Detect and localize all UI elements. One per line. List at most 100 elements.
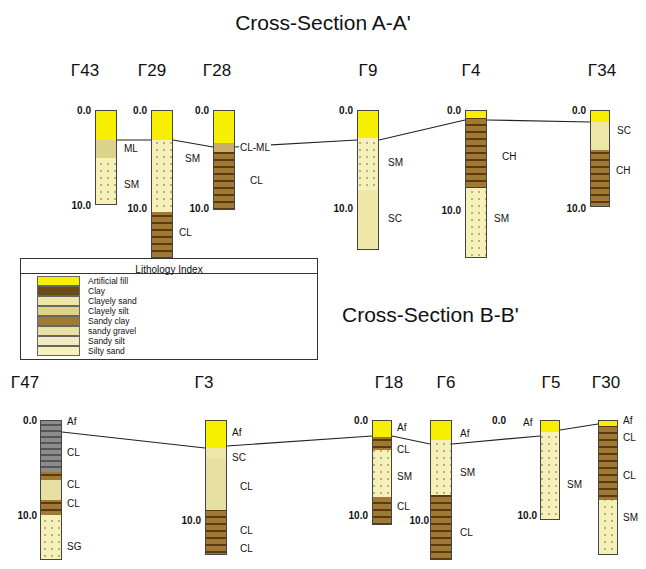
soil-layer [430,440,452,495]
legend-text: Clayely sand [88,296,137,306]
borehole-name: Γ29 [138,61,166,81]
soil-layer [213,152,235,210]
soil-layer [540,420,560,432]
soil-layer [357,138,379,190]
soil-layer [357,190,379,250]
soil-layer [357,110,379,138]
legend-text: Clay [88,286,105,296]
borehole-column: Γ6AfSM10.0CL [430,420,452,560]
legend-text: Silty sand [88,346,125,356]
soil-layer [598,470,618,500]
legend-swatch [37,306,80,316]
soil-layer [40,420,62,472]
soil-code: CL [622,470,637,482]
soil-code: SM [396,471,413,483]
borehole-name: Γ43 [71,61,99,81]
borehole-column: Γ470.0AfCLCLCL10.0SG [40,420,62,560]
soil-layer [40,472,62,480]
legend-swatch [37,336,80,346]
depth-mark: 10.0 [190,203,209,215]
depth-mark: 0.0 [354,415,368,427]
borehole-name: Γ5 [542,373,561,393]
soil-layer [95,158,117,205]
soil-layer [590,122,610,150]
depth-mark: 0.0 [572,105,586,117]
borehole-name: Γ18 [375,373,403,393]
soil-layer [372,420,392,437]
borehole-column: Γ30AfCLCLSM [598,420,618,555]
borehole-name: Γ4 [462,61,481,81]
soil-code: ML [123,143,139,155]
depth-mark: 0.0 [133,105,147,117]
depth-mark: 0.0 [195,105,209,117]
borehole-column: Γ50.0AfSM10.0 [540,420,560,520]
soil-layer [151,212,173,258]
depth-mark: 10.0 [410,515,429,527]
borehole-column: Γ430.0MLSM10.0 [95,110,117,205]
soil-code: CH [615,165,631,177]
depth-mark: 0.0 [77,105,91,117]
soil-code: Af [231,427,242,439]
soil-code: SM [493,213,510,225]
soil-layer [430,420,452,440]
legend-text: Sandy clay [88,316,130,326]
soil-layer [213,110,235,143]
depth-mark: 0.0 [339,105,353,117]
legend-title: Lithology Index [135,264,202,275]
soil-code: SC [387,213,403,225]
depth-mark: 10.0 [72,200,91,212]
ground-line [392,436,430,444]
depth-mark: 10.0 [518,510,537,522]
soil-layer [151,140,173,212]
soil-code: CL [396,444,411,456]
soil-layer [598,500,618,555]
soil-code: Af [522,417,533,429]
soil-layer [372,450,392,497]
ground-line [173,140,213,147]
soil-code: SM [123,179,140,191]
ground-line [62,432,205,448]
soil-layer [590,110,610,122]
ground-line [487,120,590,122]
soil-layer [430,495,452,560]
soil-layer [95,140,117,158]
borehole-name: Γ30 [592,373,620,393]
soil-code: CL [396,501,411,513]
soil-layer [213,143,235,152]
legend-text: Artificial fill [88,276,128,286]
depth-mark: 0.0 [447,105,461,117]
soil-code: SM [387,157,404,169]
soil-code: SC [231,452,247,464]
soil-layer [540,432,560,520]
soil-code: CL [459,527,474,539]
section-b-layers [40,420,618,560]
soil-layer [372,497,392,525]
soil-code: CL [178,227,193,239]
soil-layer [205,448,227,458]
depth-mark: 10.0 [128,203,147,215]
soil-code: Af [66,416,77,428]
borehole-column: Γ40.0CH10.0SM [465,110,487,258]
borehole-column: Γ90.0SM10.0SC [357,110,379,250]
legend-header: Lithology Index [21,259,317,274]
soil-layer [465,110,487,118]
soil-layer [205,420,227,448]
soil-code: CL [239,543,254,555]
ground-line [117,139,151,140]
borehole-column: Γ3AfSCCL10.0CLCL [205,420,227,555]
depth-mark: 0.0 [23,415,37,427]
soil-code: CL [66,479,81,491]
depth-mark: 10.0 [442,205,461,217]
soil-code: SM [622,512,639,524]
soil-layer [40,515,62,560]
legend-text: Sandy silt [88,336,125,346]
soil-code: SC [616,125,632,137]
depth-mark: 0.0 [492,415,506,427]
legend-swatch [37,326,80,336]
depth-mark: 10.0 [182,515,201,527]
soil-code: SM [184,153,201,165]
soil-code: CL [66,498,81,510]
depth-mark: 10.0 [334,203,353,215]
soil-layer [465,188,487,258]
ground-line [379,120,465,140]
